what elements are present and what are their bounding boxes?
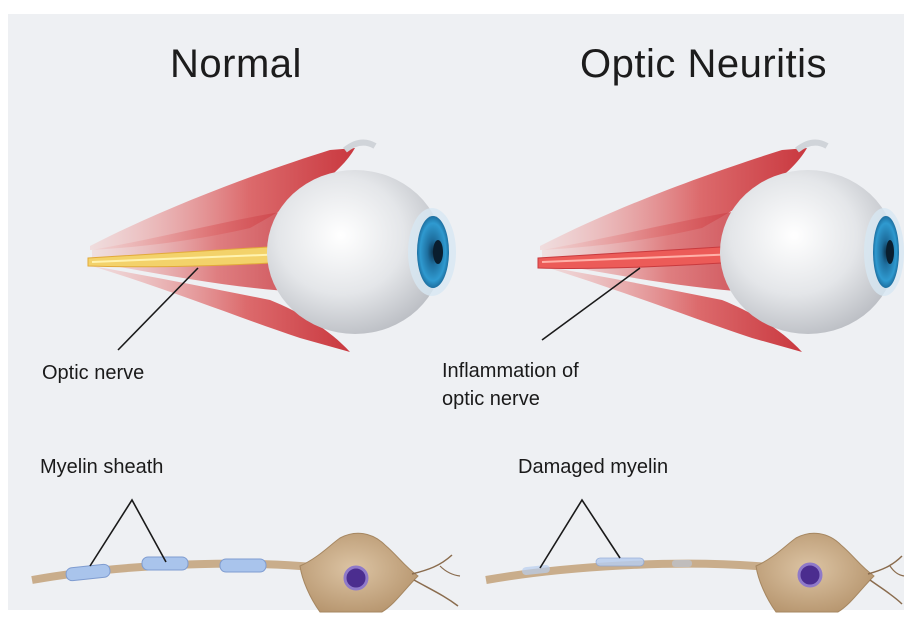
inflammation-label-line1: Inflammation of [442, 358, 579, 384]
normal-neuron-illustration [32, 500, 460, 612]
neuritis-neuron-nucleus [799, 564, 821, 586]
normal-neuron-nucleus [345, 567, 367, 589]
inflammation-label-line2: optic nerve [442, 386, 540, 412]
damaged-myelin-segment [596, 558, 644, 566]
myelin-sheath-pointer [90, 500, 166, 566]
normal-eye-illustration [88, 143, 456, 352]
myelin-sheath-label: Myelin sheath [40, 454, 163, 480]
optic-nerve-label: Optic nerve [42, 360, 144, 386]
damaged-myelin-segment [672, 560, 692, 567]
myelin-segment [220, 559, 266, 572]
neuritis-neuron-illustration [486, 500, 904, 612]
neuritis-eye-illustration [538, 143, 904, 352]
normal-title: Normal [170, 42, 302, 87]
optic-neuritis-title: Optic Neuritis [580, 42, 827, 87]
myelin-segment [65, 564, 110, 582]
damaged-myelin-label: Damaged myelin [518, 454, 668, 480]
